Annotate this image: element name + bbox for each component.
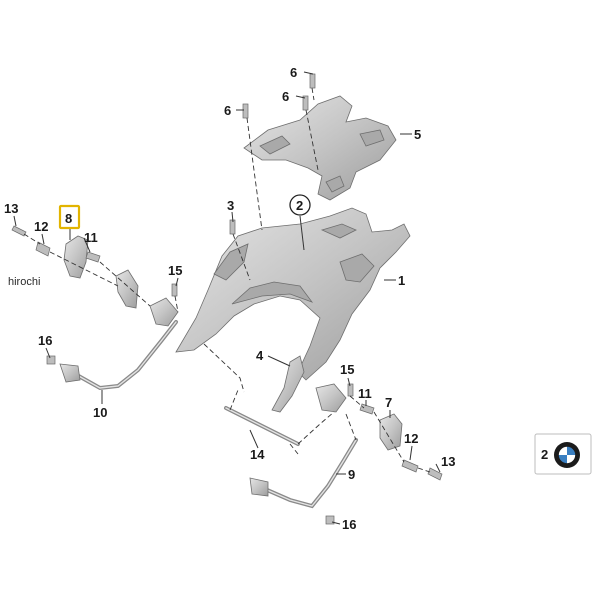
callout-10: 10 xyxy=(93,405,107,420)
callout-11: 11 xyxy=(84,230,98,245)
callout-15: 15 xyxy=(168,263,182,278)
callout-11: 11 xyxy=(358,386,372,401)
callout-12: 12 xyxy=(34,219,48,234)
roundel-logo-icon xyxy=(554,442,580,468)
logo-box: 2 xyxy=(534,433,592,475)
rod-part-14 xyxy=(224,406,300,446)
callout-12: 12 xyxy=(404,431,418,446)
leader-lines xyxy=(13,71,441,525)
callout-9: 9 xyxy=(348,467,355,482)
callout-13: 13 xyxy=(441,454,455,469)
callout-15: 15 xyxy=(340,362,354,377)
callout-8-highlighted: 8 xyxy=(65,211,72,226)
bolts xyxy=(11,73,443,525)
strut-part-4 xyxy=(271,355,305,413)
mounting-bracket-left xyxy=(115,269,179,327)
callout-7: 7 xyxy=(385,395,392,410)
watermark-text: hirochi xyxy=(8,276,40,288)
callout-4: 4 xyxy=(256,348,264,363)
callout-2-circled: 2 xyxy=(296,198,303,213)
callout-16: 16 xyxy=(342,517,356,532)
callout-1: 1 xyxy=(398,273,405,288)
callout-6: 6 xyxy=(290,65,297,80)
callout-labels: 6 6 6 5 3 2 1 4 15 13 12 8 11 hirochi 16… xyxy=(4,65,455,532)
callout-14: 14 xyxy=(250,447,265,462)
bracket-part-7 xyxy=(315,383,403,451)
callout-6: 6 xyxy=(224,103,231,118)
callout-6: 6 xyxy=(282,89,289,104)
logo-box-number: 2 xyxy=(541,447,548,462)
callout-13: 13 xyxy=(4,201,18,216)
rear-frame-part-1 xyxy=(175,207,411,381)
callout-5: 5 xyxy=(414,127,421,142)
callout-2-circle xyxy=(289,194,311,216)
carrier-plate-part-5 xyxy=(243,95,397,201)
grab-rail-part-9 xyxy=(249,438,358,509)
callout-16: 16 xyxy=(38,333,52,348)
callout-3: 3 xyxy=(227,198,234,213)
assembly-lines xyxy=(23,87,431,473)
callout-8-highlight-box xyxy=(58,204,81,230)
grab-rail-part-10 xyxy=(59,320,178,391)
